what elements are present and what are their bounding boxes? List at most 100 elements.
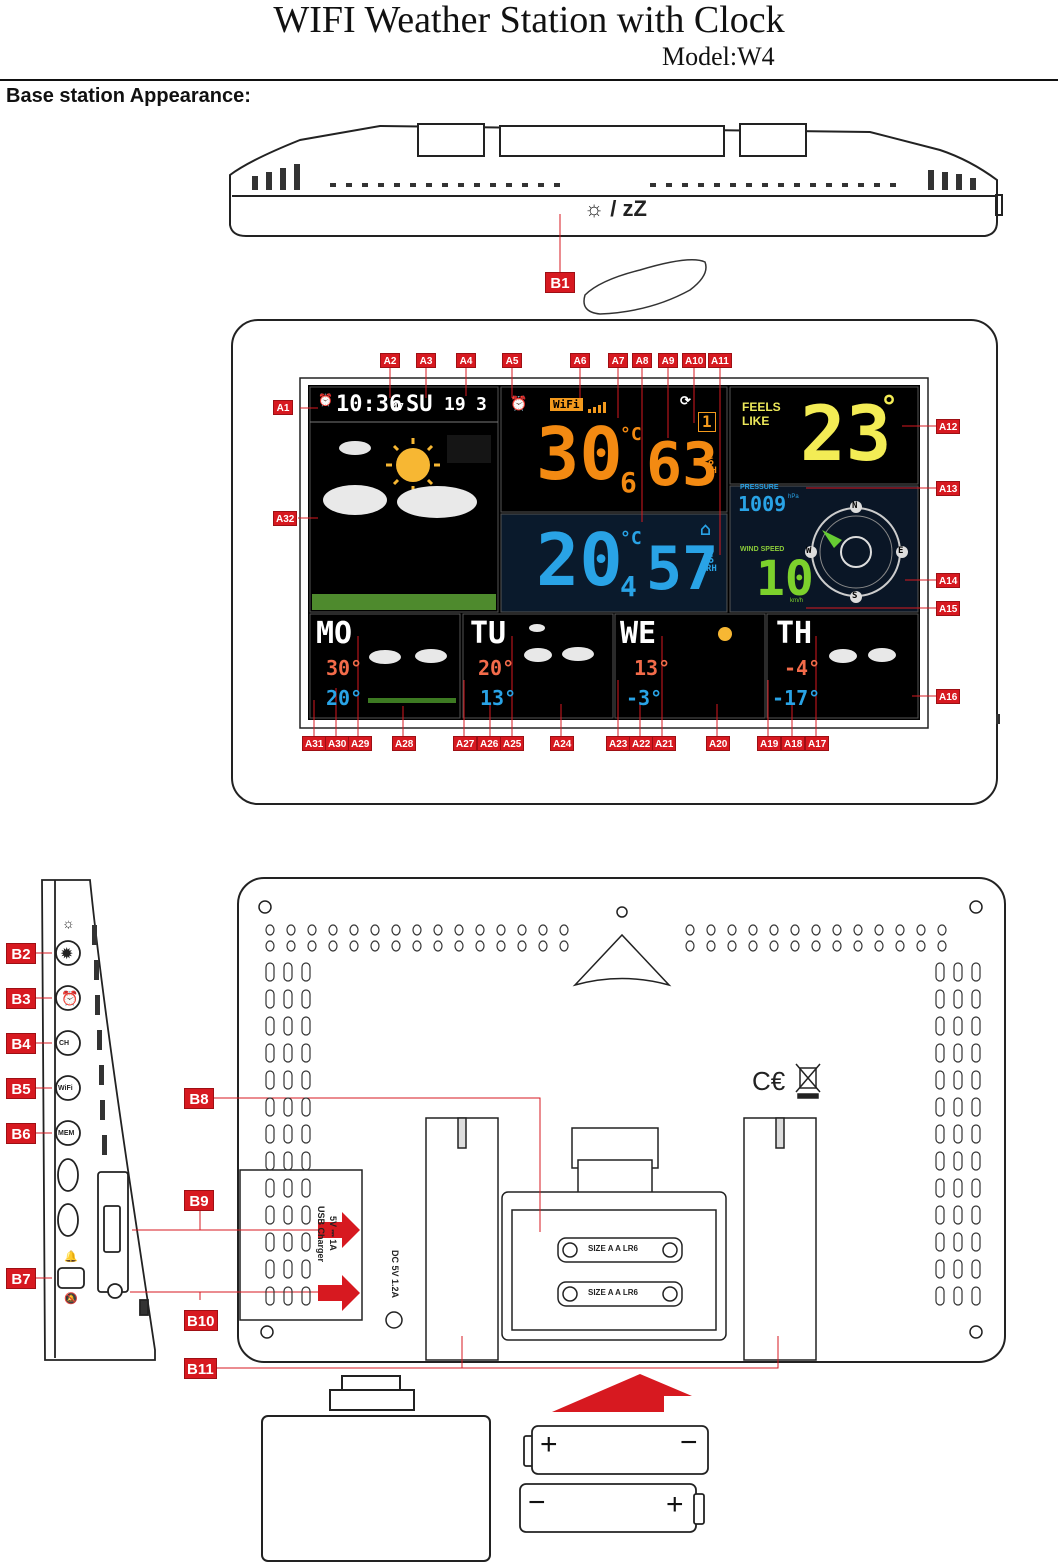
forecast-day: MO (316, 616, 353, 651)
callout-A18: A18 (781, 736, 806, 751)
vent-hole (937, 940, 947, 952)
indoor-temp-unit: °C (620, 528, 642, 549)
vent-slot (971, 989, 981, 1009)
vent-hole (832, 924, 842, 936)
side-vent-slots (92, 925, 107, 1155)
vent-slot (283, 1016, 293, 1036)
callout-A27: A27 (453, 736, 478, 751)
callout-A3: A3 (416, 353, 436, 368)
callout-A8: A8 (632, 353, 652, 368)
vent-slot (953, 1178, 963, 1198)
vent-slot (283, 1070, 293, 1090)
vent-slot (935, 1259, 945, 1279)
vent-hole (685, 924, 695, 936)
vent-slot (935, 1124, 945, 1144)
vent-slot (301, 962, 311, 982)
vent-slot (971, 1232, 981, 1252)
vent-hole (454, 940, 464, 952)
callout-A5: A5 (502, 353, 522, 368)
vent-slot (301, 1151, 311, 1171)
vent-slot (971, 962, 981, 982)
forecast-high: 13° (634, 656, 671, 680)
vent-slot (935, 1286, 945, 1306)
vent-slot (935, 1097, 945, 1117)
battery-plus: + (666, 1488, 684, 1521)
vent-slot (301, 1043, 311, 1063)
callout-A10: A10 (682, 353, 707, 368)
vent-hole (517, 924, 527, 936)
vent-hole (349, 940, 359, 952)
vent-slot (301, 1016, 311, 1036)
vent-slot (971, 1070, 981, 1090)
callout-B10: B10 (184, 1310, 218, 1331)
vent-slot (283, 1232, 293, 1252)
forecast-high: 30° (326, 656, 363, 680)
vent-slot (971, 1259, 981, 1279)
callout-A20: A20 (706, 736, 731, 751)
vent-slot (265, 1124, 275, 1144)
callout-A29: A29 (348, 736, 373, 751)
vent-slot (935, 989, 945, 1009)
outdoor-humidity-unit: % (704, 450, 714, 469)
forecast-day: WE (620, 616, 657, 651)
vent-slot (971, 1205, 981, 1225)
vent-hole (895, 924, 905, 936)
forecast-low: 13° (480, 686, 517, 710)
bell-icon: 🔔 (64, 1251, 78, 1263)
callout-A19: A19 (757, 736, 782, 751)
vent-hole (937, 924, 947, 936)
vent-slot (935, 1232, 945, 1252)
wifi-button-label: WiFi (58, 1085, 73, 1092)
vent-slot (953, 1043, 963, 1063)
wifi-badge: WiFi (550, 398, 583, 411)
vent-hole (433, 924, 443, 936)
brightness-button-icon: ✹ (60, 946, 74, 963)
vent-hole (538, 940, 548, 952)
vent-hole (748, 924, 758, 936)
pressure-label: PRESSURE (740, 484, 779, 491)
vent-slot (971, 1016, 981, 1036)
arrow-usb (318, 1212, 360, 1248)
vent-hole (349, 924, 359, 936)
vent-slot (953, 1205, 963, 1225)
forecast-low: -17° (772, 686, 821, 710)
indoor-home-icon: ⌂ (700, 519, 711, 540)
callout-B4: B4 (6, 1033, 36, 1054)
vent-hole (832, 940, 842, 952)
vent-slot (265, 1097, 275, 1117)
vent-slot (971, 1178, 981, 1198)
document-title: WIFI Weather Station with Clock (273, 0, 785, 41)
vent-slot (953, 962, 963, 982)
outdoor-temp: 30 (536, 412, 623, 496)
forecast-low: 20° (326, 686, 363, 710)
wifi-signal-icon (588, 402, 610, 413)
vent-hole (265, 924, 275, 936)
insert-arrow (552, 1374, 692, 1412)
callout-A9: A9 (658, 353, 678, 368)
vent-slot (301, 1097, 311, 1117)
vent-hole (727, 940, 737, 952)
vent-hole (853, 940, 863, 952)
alarm-icon: ⏰ (510, 396, 528, 412)
battery-cover (261, 1375, 491, 1562)
vent-slot (283, 1286, 293, 1306)
vent-slot (283, 1259, 293, 1279)
pressure-value: 1009 (738, 492, 787, 516)
feels-like-label: FEELS LIKE (742, 400, 781, 428)
finger-drawing (583, 259, 707, 315)
callout-A22: A22 (629, 736, 654, 751)
forecast-day: TH (776, 616, 813, 651)
lcd-channel: 1 (698, 412, 716, 432)
vent-hole (370, 940, 380, 952)
indoor-humidity-rh: RH (706, 564, 717, 574)
arrow-dc (318, 1275, 360, 1311)
vent-slot (935, 1205, 945, 1225)
vent-hole (412, 924, 422, 936)
callout-B7: B7 (6, 1268, 36, 1289)
indoor-humidity-unit: % (704, 548, 714, 567)
vent-slot (265, 1286, 275, 1306)
battery-2-label: SIZE A A LR6 (588, 1288, 638, 1297)
vent-slot (935, 1016, 945, 1036)
compass-s: S (852, 591, 858, 601)
vent-hole (538, 924, 548, 936)
